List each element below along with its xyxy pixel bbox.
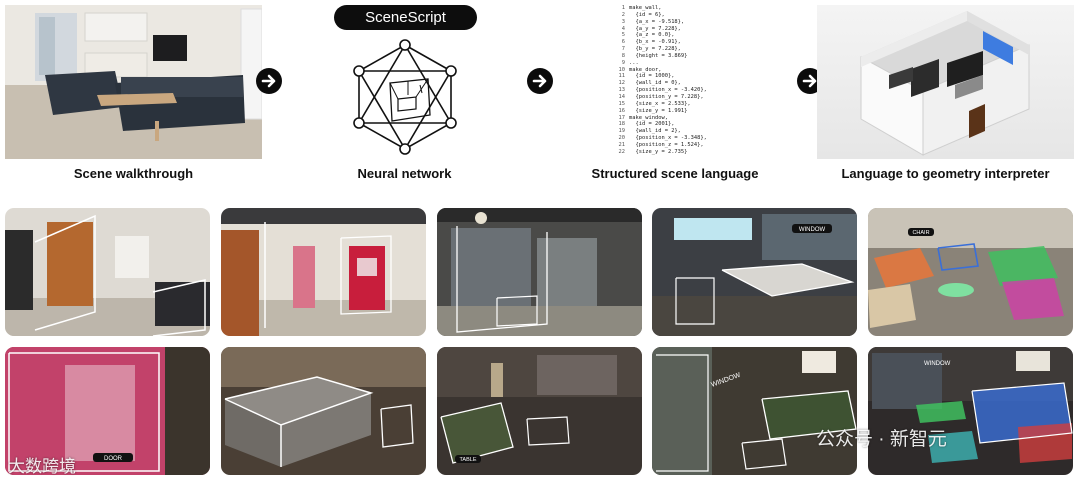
code-line-text: ... <box>629 59 639 66</box>
code-line-number: 7 <box>621 46 625 53</box>
code-line: 21 {position_z = 1.524}, <box>613 142 707 149</box>
code-line: 14 {position_y = 7.228}, <box>613 94 707 101</box>
gallery-tile: WINDOW <box>868 347 1073 475</box>
code-line-text: {b_y = 7.228}, <box>629 46 681 53</box>
code-line: 12 {wall_id = 0}, <box>613 80 707 87</box>
gallery-tile <box>5 208 210 336</box>
tile-label: WINDOW <box>799 227 826 233</box>
code-line: 8 {height = 3.869} <box>613 53 707 60</box>
code-line-text: {size_y = 1.991} <box>629 107 688 114</box>
code-line: 1 make_wall, <box>613 5 707 12</box>
code-line-text: {a_x = -9.518}, <box>629 18 685 25</box>
code-line: 7 {b_y = 7.228}, <box>613 46 707 53</box>
code-line-text: {height = 3.869} <box>629 52 688 59</box>
neural-network-stage: SceneScript <box>316 5 493 159</box>
code-line-number: 6 <box>621 39 625 46</box>
tile-label: DOOR <box>104 456 123 462</box>
code-line: 3 {a_x = -9.518}, <box>613 19 707 26</box>
code-line-text: {position_y = 7.228}, <box>629 93 704 100</box>
code-line-text: {size_x = 2.533}, <box>629 100 691 107</box>
code-line-text: {b_x = -0.91}, <box>629 39 681 46</box>
code-line-number: 19 <box>618 128 626 135</box>
gallery-tile <box>221 347 426 475</box>
code-line-number: 16 <box>618 107 626 114</box>
tile-label: WINDOW <box>924 361 951 367</box>
gallery-tile <box>437 208 642 336</box>
watermark-left: 大数跨境 <box>8 457 76 476</box>
code-line: 6 {b_x = -0.91}, <box>613 39 707 46</box>
gallery-tile: WINDOW <box>652 347 857 475</box>
code-line-number: 21 <box>618 141 626 148</box>
code-line-number: 3 <box>621 18 625 25</box>
tile-label: TABLE <box>459 457 476 463</box>
code-line: 16 {size_y = 1.991} <box>613 108 707 115</box>
neural-network-icon <box>353 39 457 155</box>
gallery-tile <box>221 208 426 336</box>
code-line: 2 {id = 6}, <box>613 12 707 19</box>
gallery-tile: CHAIR <box>868 208 1073 336</box>
code-line-text: {wall_id = 2}, <box>629 128 681 135</box>
code-line-number: 13 <box>618 87 626 94</box>
code-line-number: 9 <box>621 59 625 66</box>
code-line: 15 {size_x = 2.533}, <box>613 101 707 108</box>
code-line-number: 11 <box>618 73 626 80</box>
code-line-number: 20 <box>618 135 626 142</box>
code-line-number: 17 <box>618 114 626 121</box>
code-line: 9... <box>613 60 707 67</box>
code-line-number: 4 <box>621 25 625 32</box>
code-line-number: 1 <box>621 5 625 11</box>
code-line-number: 14 <box>618 93 626 100</box>
code-line-text: {position_x = -3.348}, <box>629 135 707 142</box>
code-line: 18 {id = 2001}, <box>613 121 707 128</box>
code-line: 20 {position_x = -3.348}, <box>613 135 707 142</box>
code-line-text: {a_y = 7.228}, <box>629 25 681 32</box>
scene-walkthrough-caption: Scene walkthrough <box>73 166 194 181</box>
code-line-number: 12 <box>618 80 626 87</box>
code-line-number: 2 <box>621 11 625 18</box>
geometry-interpreter-stage <box>817 5 1074 159</box>
code-line-number: 5 <box>621 32 625 39</box>
scenescript-label: SceneScript <box>334 5 477 30</box>
code-line-text: {id = 6}, <box>629 11 665 18</box>
code-line-text: {position_z = 1.524}, <box>629 141 704 148</box>
structured-scene-language-caption: Structured scene language <box>591 166 759 181</box>
code-line: 19 {wall_id = 2}, <box>613 128 707 135</box>
code-line-number: 18 <box>618 121 626 128</box>
code-line-number: 8 <box>621 52 625 59</box>
code-line-text: make_window, <box>629 114 668 121</box>
tile-label: CHAIR <box>912 230 929 236</box>
gallery-tile: TABLE <box>437 347 642 475</box>
code-line-text: {id = 2001}, <box>629 121 675 128</box>
code-line-number: 10 <box>618 66 626 73</box>
code-line-text: {id = 1000}, <box>629 73 675 80</box>
right-arrow-icon <box>527 68 553 94</box>
geometry-interpreter-caption: Language to geometry interpreter <box>841 166 1050 181</box>
code-line-text: {a_z = 0.0}, <box>629 32 675 39</box>
scene-walkthrough-photo <box>5 5 262 159</box>
code-line-number: 22 <box>618 148 626 155</box>
code-line-text: {wall_id = 0}, <box>629 80 681 87</box>
geometry-render <box>817 5 1074 159</box>
code-line: 4 {a_y = 7.228}, <box>613 26 707 33</box>
gallery-tile: WINDOW <box>652 208 857 336</box>
tile-label: WINDOW <box>710 372 742 389</box>
gallery-tile: DOOR <box>5 347 210 475</box>
code-line-text: {size_y = 2.735} <box>629 148 688 155</box>
neural-network-caption: Neural network <box>357 166 452 181</box>
code-line-text: make_door, <box>629 66 662 73</box>
code-line: 5 {a_z = 0.0}, <box>613 32 707 39</box>
code-line-text: make_wall, <box>629 5 662 11</box>
code-line: 11 {id = 1000}, <box>613 73 707 80</box>
code-line: 13 {position_x = -3.420}, <box>613 87 707 94</box>
scene-walkthrough-stage <box>5 5 262 159</box>
code-line: 22 {size_y = 2.735} <box>613 149 707 156</box>
code-line-number: 15 <box>618 100 626 107</box>
right-arrow-icon <box>256 68 282 94</box>
code-line-text: {position_x = -3.420}, <box>629 87 707 94</box>
watermark-right: 公众号 · 新智元 <box>816 429 947 450</box>
